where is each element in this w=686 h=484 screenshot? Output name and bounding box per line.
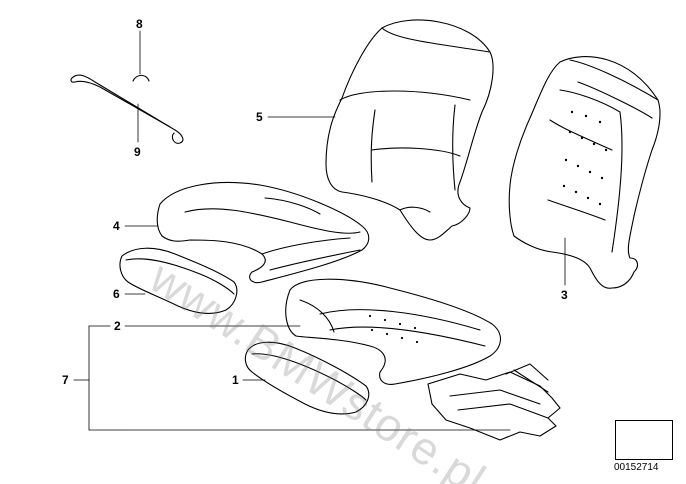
callout-7: 7 — [62, 373, 69, 387]
part-8-clip — [132, 74, 150, 82]
callout-5: 5 — [256, 110, 263, 124]
heater-mat — [427, 363, 561, 441]
callout-9: 9 — [134, 145, 141, 159]
callout-6: 6 — [113, 287, 120, 301]
callout-3: 3 — [561, 288, 568, 302]
reference-number: 00152714 — [614, 462, 659, 473]
callout-1: 1 — [232, 373, 239, 387]
leader-lines — [73, 30, 566, 431]
reference-box — [615, 420, 673, 460]
part-3-backrest-foam — [508, 56, 661, 289]
part-5-backrest-cover — [325, 19, 494, 241]
callout-4: 4 — [113, 219, 120, 233]
callout-2: 2 — [114, 319, 121, 333]
part-4-seat-cover — [156, 181, 370, 284]
callout-8: 8 — [136, 17, 143, 31]
part-1-cushion — [244, 341, 370, 415]
part-3-perforations — [562, 110, 608, 206]
part-6-pad — [119, 247, 238, 315]
part-2-seat-foam — [285, 278, 501, 385]
part-2-perforations — [368, 314, 419, 344]
part-9-wire — [70, 74, 184, 144]
